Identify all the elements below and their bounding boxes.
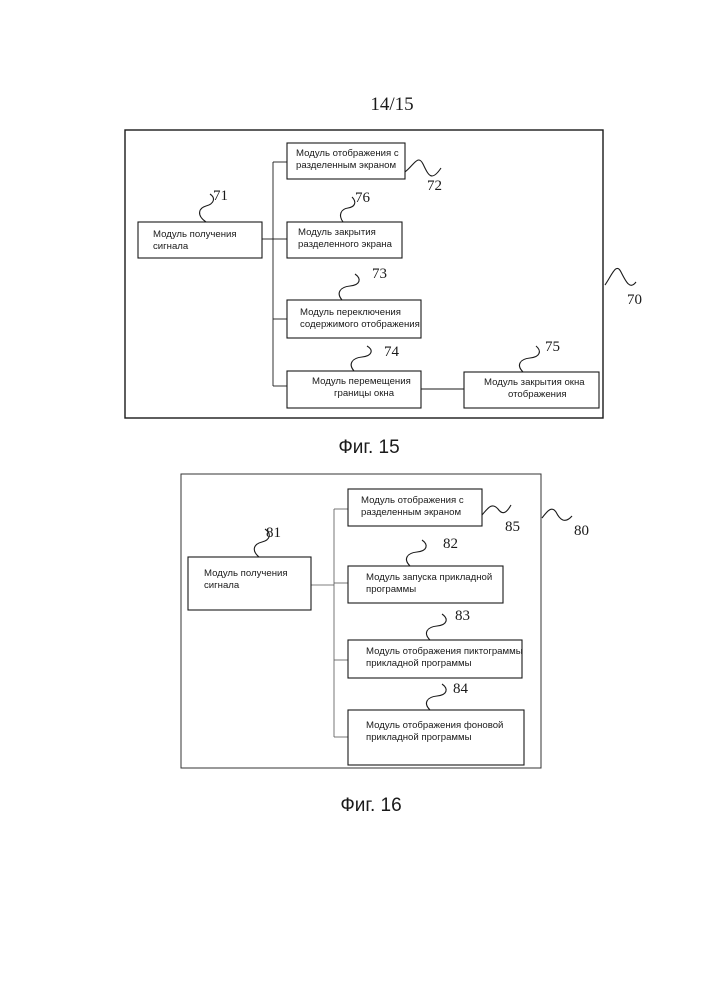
figure-15: 70 Модуль получения сигнала 71 Модуль от…: [125, 130, 642, 458]
fig16-frame-ref: 80: [574, 523, 589, 539]
ref-71: 71: [213, 188, 228, 204]
ref-84: 84: [453, 681, 469, 697]
ref-73: 73: [372, 266, 387, 282]
svg-text:Модуль закрытия: Модуль закрытия: [298, 227, 376, 238]
svg-text:Модуль получения: Модуль получения: [153, 229, 237, 240]
svg-text:Модуль отображения пиктограммы: Модуль отображения пиктограммы: [366, 646, 523, 657]
svg-text:Модуль отображения фоновой: Модуль отображения фоновой: [366, 720, 503, 731]
fig15-caption: Фиг. 15: [338, 437, 399, 458]
fig16-module-85: Модуль отображения с разделенным экраном…: [348, 489, 520, 535]
ref-76-leader: [341, 197, 355, 222]
fig15-module-72: Модуль отображения с разделенным экраном…: [287, 143, 442, 194]
fig15-module-73: Модуль переключения содержимого отображе…: [287, 266, 421, 338]
svg-text:Модуль переключения: Модуль переключения: [300, 307, 401, 318]
ref-74: 74: [384, 344, 400, 360]
page-number: 14/15: [370, 94, 413, 115]
ref-71-leader: [200, 194, 214, 222]
svg-text:Модуль перемещения: Модуль перемещения: [312, 376, 411, 387]
svg-text:сигнала: сигнала: [153, 241, 189, 252]
ref-73-leader: [339, 274, 359, 300]
svg-text:прикладной программы: прикладной программы: [366, 658, 472, 669]
svg-text:Модуль отображения с: Модуль отображения с: [361, 495, 464, 506]
fig15-frame-ref: 70: [627, 292, 642, 308]
fig15-module-76: Модуль закрытия разделенного экрана 76: [287, 190, 402, 258]
svg-text:разделенным экраном: разделенным экраном: [361, 507, 461, 518]
fig16-caption: Фиг. 16: [340, 795, 401, 816]
fig16-module-82: Модуль запуска прикладной программы 82: [348, 536, 503, 603]
ref-83-leader: [426, 614, 446, 640]
fig15-frame-leader: [605, 268, 636, 285]
ref-84-leader: [426, 684, 446, 710]
fig16-module-83: Модуль отображения пиктограммы прикладно…: [348, 608, 523, 678]
svg-text:разделенного экрана: разделенного экрана: [298, 239, 393, 250]
fig15-module-74: Модуль перемещения границы окна 74: [287, 344, 421, 408]
svg-text:сигнала: сигнала: [204, 580, 240, 591]
ref-82-leader: [406, 540, 426, 566]
ref-72-leader: [405, 160, 441, 176]
ref-85: 85: [505, 519, 520, 535]
fig16-frame-leader: [542, 509, 572, 520]
svg-text:Модуль запуска прикладной: Модуль запуска прикладной: [366, 572, 492, 583]
figure-16: 80 Модуль получения сигнала 81 Модуль от…: [181, 474, 589, 816]
svg-text:Модуль получения: Модуль получения: [204, 568, 288, 579]
fig16-module-81: Модуль получения сигнала 81: [188, 525, 311, 610]
fig15-module-75: Модуль закрытия окна отображения 75: [464, 339, 599, 408]
ref-75: 75: [545, 339, 560, 355]
ref-82: 82: [443, 536, 458, 552]
svg-text:содержимого отображения: содержимого отображения: [300, 319, 420, 330]
ref-85-leader: [482, 505, 511, 515]
fig15-module-71: Модуль получения сигнала 71: [138, 188, 262, 258]
ref-75-leader: [519, 346, 539, 372]
svg-text:Модуль закрытия окна: Модуль закрытия окна: [484, 377, 585, 388]
ref-72: 72: [427, 178, 442, 194]
svg-text:прикладной программы: прикладной программы: [366, 732, 472, 743]
svg-text:Модуль отображения с: Модуль отображения с: [296, 148, 399, 159]
svg-text:разделенным экраном: разделенным экраном: [296, 160, 396, 171]
svg-text:программы: программы: [366, 584, 416, 595]
svg-text:отображения: отображения: [508, 389, 567, 400]
svg-text:границы окна: границы окна: [334, 388, 395, 399]
ref-76: 76: [355, 190, 371, 206]
fig16-module-84: Модуль отображения фоновой прикладной пр…: [348, 681, 524, 765]
ref-81: 81: [266, 525, 281, 541]
ref-74-leader: [351, 346, 371, 371]
ref-83: 83: [455, 608, 470, 624]
